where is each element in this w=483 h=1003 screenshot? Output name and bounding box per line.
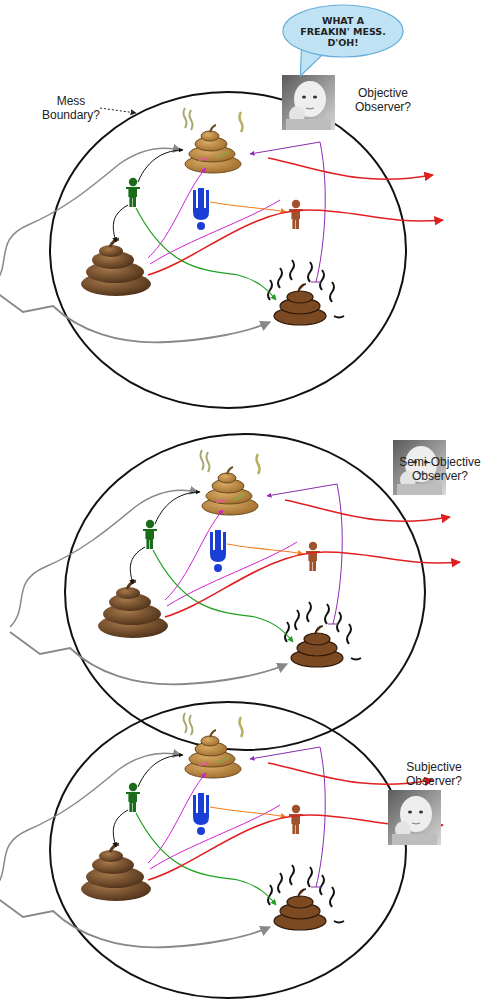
observer-label: Semi-Objective Observer?: [398, 455, 482, 483]
speech-text: WHAT A FREAKIN' MESS. D'OH!: [300, 15, 386, 48]
observer-label: Subjective Observer?: [392, 760, 476, 788]
observer-label: Objective Observer?: [343, 86, 423, 114]
speech-bubble: WHAT A FREAKIN' MESS. D'OH!: [282, 4, 404, 58]
bubble-text-holder: WHAT A FREAKIN' MESS. D'OH!: [282, 15, 404, 48]
boundary-label: Mess Boundary?: [36, 94, 106, 122]
